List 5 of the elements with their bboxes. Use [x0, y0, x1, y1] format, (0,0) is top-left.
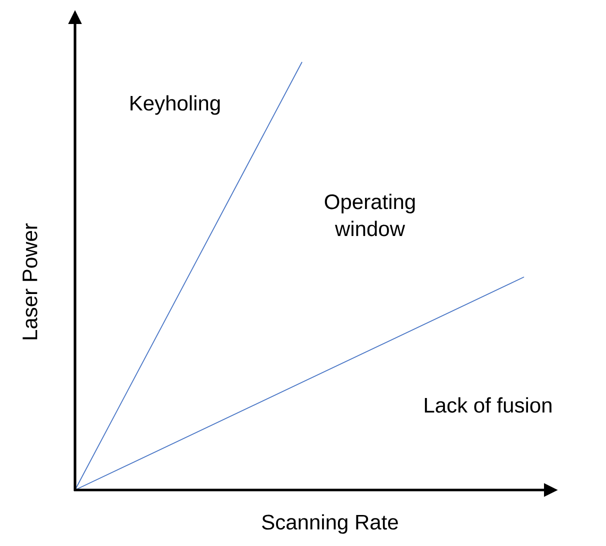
region-label: Operating window	[324, 194, 415, 236]
region-label: Lack of fusion	[424, 397, 552, 413]
axis-label: Laser Power	[22, 223, 38, 340]
axis-label: Scanning Rate	[262, 514, 398, 534]
region-label: Keyholing	[130, 95, 220, 115]
